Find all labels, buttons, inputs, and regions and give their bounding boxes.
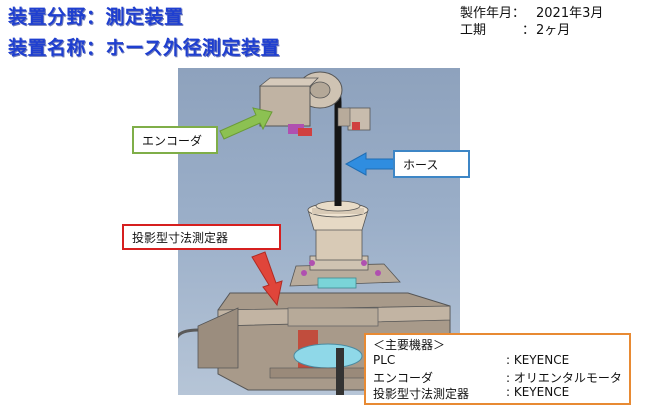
projection-gauge-callout: 投影型寸法測定器 (122, 224, 281, 250)
main-equipment-title: ＜主要機器＞ (373, 338, 446, 352)
spec-row-projection-gauge: 投影型寸法測定器 : KEYENCE (373, 385, 628, 401)
device-field-heading: 装置分野：測定装置 (8, 6, 184, 28)
device-name-heading: 装置名称：ホース外径測定装置 (8, 37, 281, 59)
spec-item: PLC (373, 353, 396, 367)
hose-callout-label: ホース (403, 157, 439, 172)
spec-value: : KEYENCE (506, 385, 570, 399)
spec-value: : オリエンタルモータ (506, 371, 622, 385)
encoder-callout: エンコーダ (132, 126, 218, 154)
encoder-callout-label: エンコーダ (142, 133, 203, 148)
production-date-label: 製作年月： (460, 6, 526, 21)
work-period-separator: ： (522, 23, 536, 38)
work-period-label: 工期 (460, 23, 487, 38)
hose-callout: ホース (393, 150, 470, 178)
projection-arrow (251, 251, 283, 307)
hose-arrow (344, 152, 395, 176)
production-date-value: 2021年3月 (536, 6, 604, 21)
spec-row-encoder: エンコーダ : オリエンタルモータ (373, 369, 628, 385)
encoder-arrow (219, 107, 273, 140)
spec-item: エンコーダ (373, 371, 434, 385)
work-period-value: 2ヶ月 (536, 23, 571, 38)
projection-gauge-callout-label: 投影型寸法測定器 (132, 230, 229, 245)
main-equipment-box: ＜主要機器＞ PLC : KEYENCE エンコーダ : オリエンタルモータ 投… (364, 333, 631, 405)
spec-row-plc: PLC : KEYENCE (373, 353, 628, 368)
spec-item: 投影型寸法測定器 (373, 387, 470, 401)
spec-value: : KEYENCE (506, 353, 570, 367)
machine-cad-drawing (178, 71, 451, 395)
